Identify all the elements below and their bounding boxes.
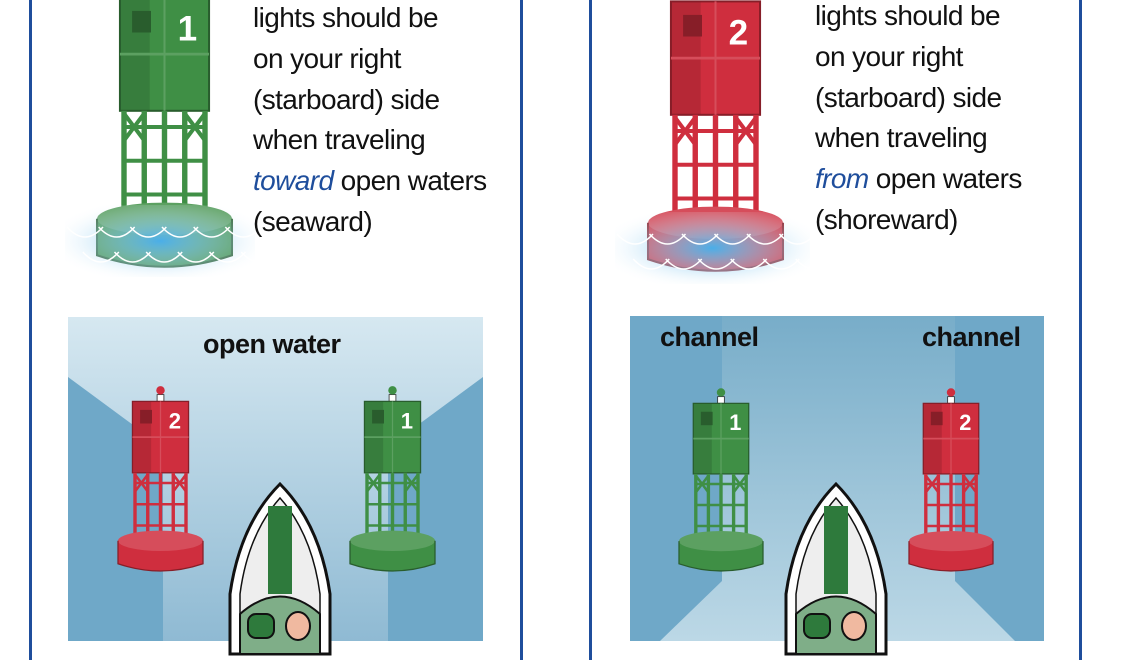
buoy-number: 1 <box>401 409 413 434</box>
text-line: (shoreward) <box>815 203 958 235</box>
text-fragment: open waters <box>868 163 1023 195</box>
text-line: on your right <box>815 40 963 72</box>
buoy-number: 1 <box>178 10 198 49</box>
text-line: (seaward) <box>253 205 373 237</box>
boat-seat <box>803 613 831 639</box>
text-line: when traveling <box>253 124 426 156</box>
left-description: lights should be on your right (starboar… <box>253 0 487 243</box>
scene-illustrations: 2 1 1 2 <box>117 386 994 656</box>
scene-green-buoy: 1 <box>349 386 436 572</box>
text-line: toward open waters <box>253 161 487 202</box>
scene-red-buoy: 2 <box>117 386 204 572</box>
text-fragment: open waters <box>333 165 488 197</box>
boat-driver <box>285 611 311 641</box>
waves-right <box>615 212 833 284</box>
waves-left <box>65 205 278 277</box>
large-buoy-illustrations: 1 2 <box>65 0 833 284</box>
buoy-number: 2 <box>169 409 181 434</box>
left-panel <box>29 0 523 660</box>
buoy-number: 2 <box>729 14 749 53</box>
channel-label-left: channel <box>660 322 759 352</box>
open-water-label: open water <box>203 329 341 359</box>
text-line: (starboard) side <box>253 83 440 115</box>
boat-right <box>784 481 888 656</box>
emphasis-word: from <box>815 163 869 195</box>
right-description: lights should be on your right (starboar… <box>815 0 1022 241</box>
text-line: (starboard) side <box>815 81 1002 113</box>
buoy-number: 2 <box>959 410 971 435</box>
channel-label-right: channel <box>922 322 1021 352</box>
boat-seat <box>247 613 275 639</box>
text-line: when traveling <box>815 122 988 154</box>
boat-left <box>228 481 332 656</box>
scene-red-buoy: 2 <box>908 388 994 572</box>
scene-green-buoy: 1 <box>678 388 764 572</box>
text-line: lights should be <box>253 2 439 33</box>
boat-driver <box>841 611 867 641</box>
right-panel <box>589 0 1082 660</box>
emphasis-word: toward <box>253 165 334 197</box>
text-line: on your right <box>253 42 401 74</box>
buoy-number: 1 <box>729 410 741 435</box>
text-line: from open waters <box>815 159 1022 200</box>
text-line: lights should be <box>815 0 1001 31</box>
